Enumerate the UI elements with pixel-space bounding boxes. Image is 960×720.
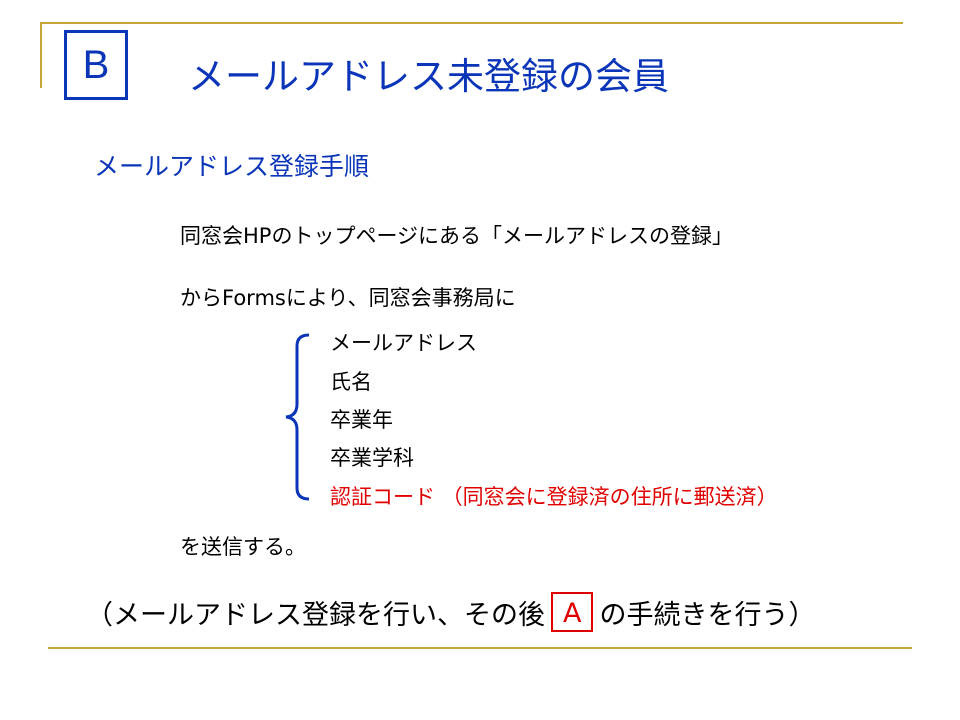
instruction-line-2: からFormsにより、同窓会事務局に	[180, 286, 516, 310]
list-item: 卒業年	[330, 408, 393, 432]
section-badge: B	[64, 30, 128, 100]
note-after: の手続きを行う）	[599, 599, 816, 631]
list-item: メールアドレス	[330, 331, 477, 355]
bottom-rule	[48, 647, 912, 649]
left-rule	[40, 22, 42, 88]
instruction-line-3: を送信する。	[180, 535, 306, 559]
instruction-line-1: 同窓会HPのトップページにある「メールアドレスの登録」	[180, 224, 734, 248]
procedure-a-box: A	[551, 592, 594, 632]
list-item: 氏名	[330, 370, 372, 394]
list-item-auth-code: 認証コード （同窓会に登録済の住所に郵送済）	[330, 485, 778, 509]
slide-title: メールアドレス未登録の会員	[188, 55, 669, 98]
list-item: 卒業学科	[330, 446, 414, 470]
note-before: （メールアドレス登録を行い、その後	[86, 599, 545, 631]
top-rule	[40, 22, 903, 24]
curly-brace-icon	[285, 333, 310, 501]
slide-subtitle: メールアドレス登録手順	[94, 152, 370, 181]
note-line: （メールアドレス登録を行い、その後 A の手続きを行う）	[86, 592, 815, 632]
